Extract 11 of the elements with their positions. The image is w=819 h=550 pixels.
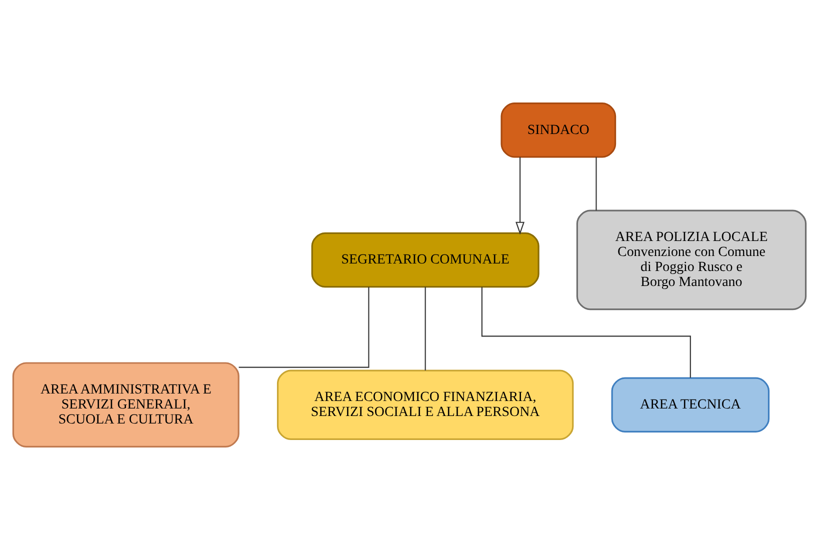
node-box: SINDACO (500, 102, 616, 158)
node-box: AREA TECNICA (611, 377, 770, 432)
arrow (516, 157, 525, 235)
node-box: AREA ECONOMICO FINANZIARIA, SERVIZI SOCIALI E ALLA PERSONA (276, 370, 574, 440)
connector (481, 287, 691, 378)
node-box: AREA POLIZIA LOCALE Convenzione con Comune di Poggio Rusco e Borgo Mantovano (576, 210, 807, 310)
connector (424, 286, 426, 370)
connector (596, 157, 597, 211)
connector (238, 287, 370, 368)
node-box: AREA AMMINISTRATIVA E SERVIZI GENERALI, SCUOLA E CULTURA (12, 362, 240, 448)
node-box: SEGRETARIO COMUNALE (311, 232, 540, 288)
